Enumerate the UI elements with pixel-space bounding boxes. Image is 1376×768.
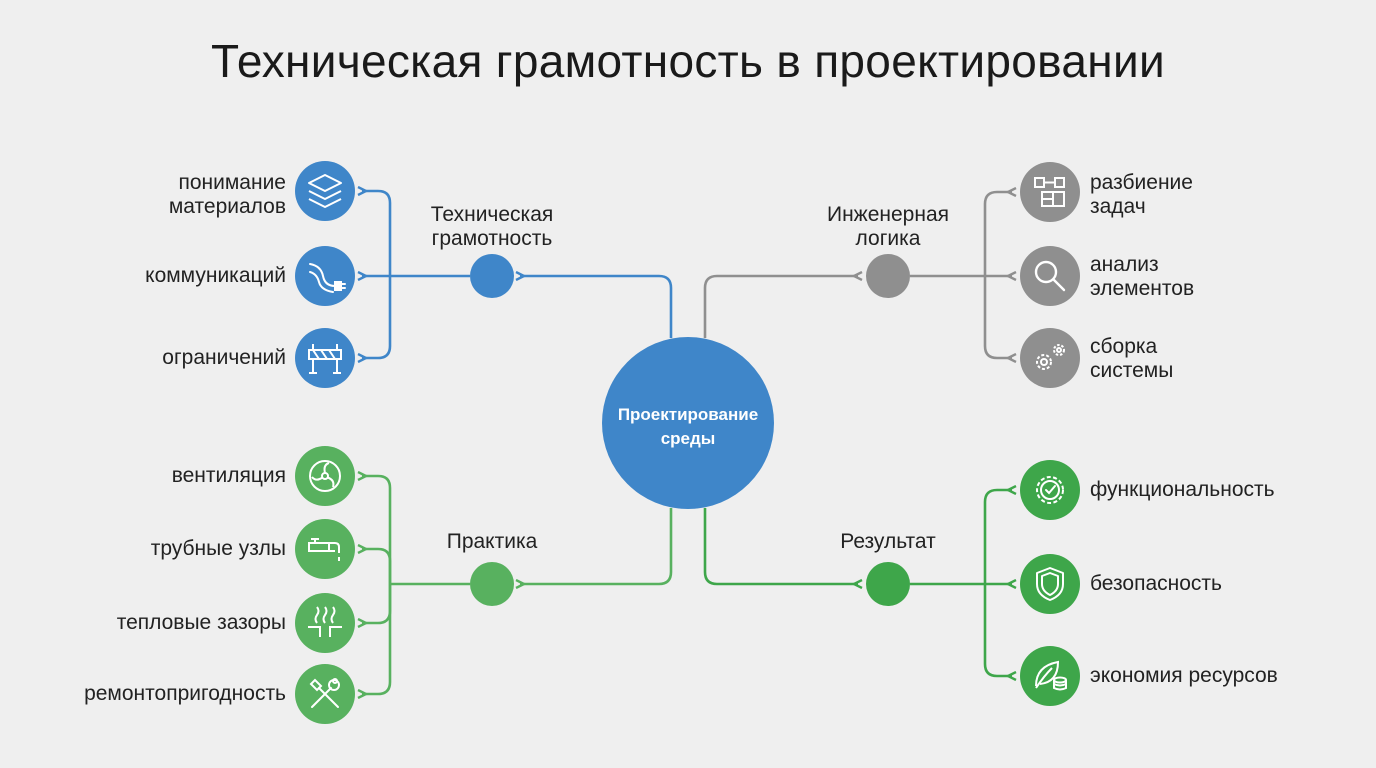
task-blocks-icon — [1020, 162, 1080, 222]
item-label-result-2: безопасность — [1090, 572, 1222, 595]
fan-icon — [295, 446, 355, 506]
branch-node-result — [866, 562, 910, 606]
connector-logic-item-3 — [983, 276, 1012, 358]
heat-gap-icon — [295, 593, 355, 653]
branch-node-practice — [470, 562, 514, 606]
branch-label-tech: Техническая грамотность — [430, 203, 554, 250]
connector-logic-item-1 — [983, 192, 1012, 276]
connector-practice-item-4 — [362, 584, 392, 694]
item-label-logic-3: сборка системы — [1090, 335, 1174, 382]
item-label-tech-2: коммуникаций — [145, 264, 286, 287]
faucet-icon — [295, 519, 355, 579]
connector-tech-item-3 — [362, 276, 392, 358]
connector-result-item-3 — [983, 584, 1012, 676]
branch-node-logic — [866, 254, 910, 298]
layers-icon — [295, 161, 355, 221]
item-label-result-3: экономия ресурсов — [1090, 664, 1278, 687]
leaf-coins-icon — [1020, 646, 1080, 706]
connector-practice-item-3 — [362, 584, 392, 623]
item-label-tech-3: ограничений — [162, 346, 286, 369]
gear-check-icon — [1020, 460, 1080, 520]
magnifier-icon — [1020, 246, 1080, 306]
center-node — [602, 337, 774, 509]
connector-result-item-1 — [983, 490, 1012, 584]
item-label-result-1: функциональность — [1090, 478, 1275, 501]
center-node-label: Проектирование среды — [617, 405, 759, 448]
connector-tech-item-1 — [362, 191, 392, 276]
page-title: Техническая грамотность в проектировании — [211, 35, 1165, 87]
connector-center-result — [703, 508, 858, 584]
tools-icon — [295, 664, 355, 724]
connector-practice-item-2 — [362, 549, 392, 584]
connector-practice-item-1 — [362, 476, 392, 584]
connector-center-tech — [520, 276, 673, 338]
connector-center-practice — [520, 508, 673, 584]
gears-icon — [1020, 328, 1080, 388]
item-label-logic-1: разбиение задач — [1090, 171, 1193, 218]
branch-label-result: Результат — [840, 530, 936, 553]
branch-node-tech — [470, 254, 514, 298]
item-label-tech-1: понимание материалов — [168, 171, 286, 218]
cable-plug-icon — [295, 246, 355, 306]
connector-center-logic — [703, 276, 858, 338]
branch-label-logic: Инженерная логика — [826, 203, 950, 250]
branch-label-practice: Практика — [446, 530, 538, 553]
item-label-logic-2: анализ элементов — [1090, 253, 1195, 300]
item-label-practice-3: тепловые зазоры — [116, 611, 286, 634]
item-label-practice-1: вентиляция — [171, 464, 286, 487]
barrier-icon — [295, 328, 355, 388]
shield-icon — [1020, 554, 1080, 614]
item-label-practice-4: ремонтопригодность — [84, 682, 286, 705]
item-label-practice-2: трубные узлы — [150, 537, 286, 560]
